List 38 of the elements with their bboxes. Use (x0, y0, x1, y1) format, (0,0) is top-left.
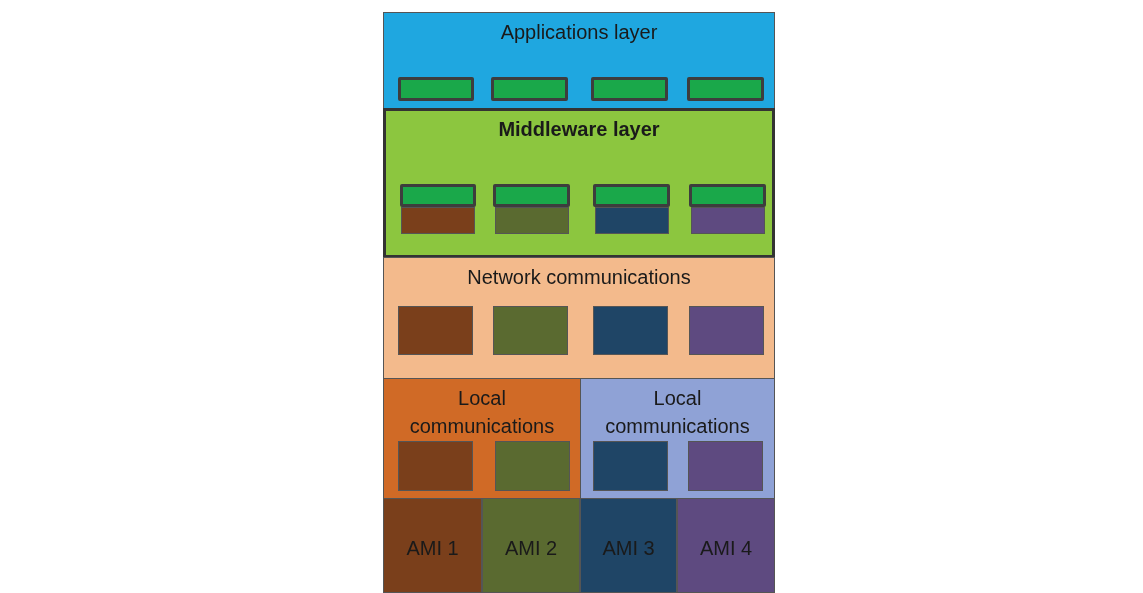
component-box (593, 441, 668, 491)
component-box (688, 441, 763, 491)
module-box (687, 77, 764, 101)
module-box (689, 184, 766, 207)
module-box (593, 184, 670, 207)
component-box (401, 207, 475, 234)
component-box (398, 441, 473, 491)
layer-title: Network communications (467, 266, 691, 288)
ami-block (580, 498, 677, 593)
module-box (400, 184, 476, 207)
layer-band (383, 108, 775, 258)
layer-band (383, 257, 775, 379)
module-box (398, 77, 474, 101)
layer-title: AMI 4 (699, 537, 753, 559)
layer-title: AMI 1 (406, 537, 459, 559)
layer-title: AMI 2 (504, 537, 558, 559)
component-box (689, 306, 764, 355)
ami-block (677, 498, 775, 593)
module-box (491, 77, 568, 101)
layer-title: Applications layer (500, 21, 658, 43)
layer-title: Local communications (605, 387, 750, 437)
layer-panel (580, 378, 775, 499)
layer-title: AMI 3 (602, 537, 655, 559)
ami-block (383, 498, 482, 593)
component-box (691, 207, 765, 234)
component-box (398, 306, 473, 355)
layer-title: Middleware layer (498, 118, 660, 140)
component-box (495, 441, 570, 491)
component-box (593, 306, 668, 355)
module-box (591, 77, 668, 101)
layer-title: Local communications (409, 387, 555, 437)
layer-band (383, 12, 775, 109)
ami-block (482, 498, 580, 593)
component-box (595, 207, 669, 234)
layer-panel (383, 378, 581, 499)
component-box (495, 207, 569, 234)
module-box (493, 184, 570, 207)
component-box (493, 306, 568, 355)
